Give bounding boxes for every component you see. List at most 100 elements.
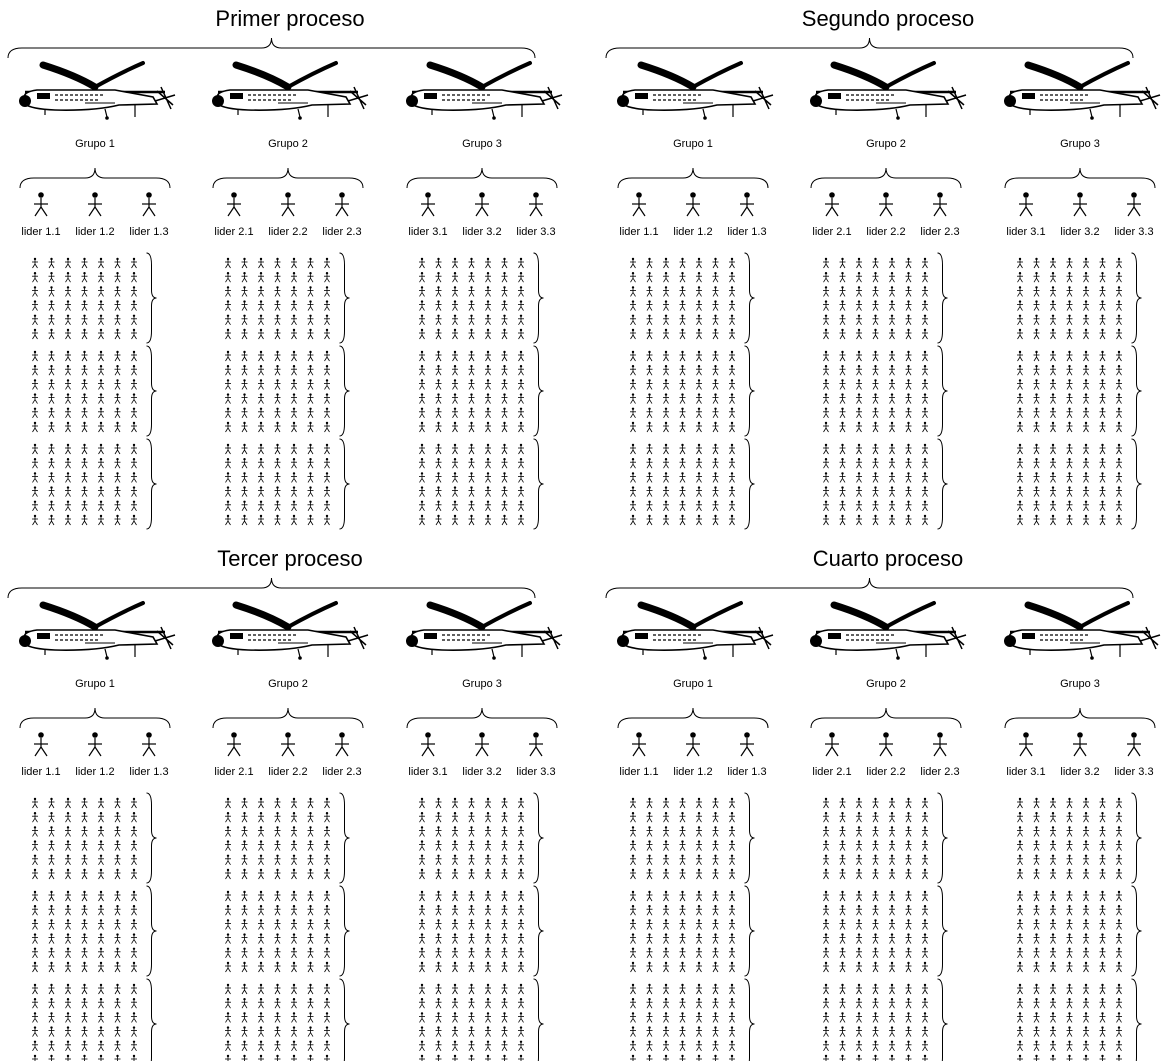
member-icon	[680, 300, 686, 310]
member-icon	[663, 458, 669, 468]
member-icon	[65, 855, 71, 865]
member-icon	[663, 869, 669, 879]
member-icon	[889, 1012, 895, 1022]
member-icon	[115, 1055, 121, 1061]
process-title: Tercer proceso	[217, 546, 363, 571]
member-icon	[647, 812, 653, 822]
member-icon	[452, 1055, 458, 1061]
member-icon	[1100, 948, 1106, 958]
member-icon	[485, 444, 491, 454]
member-icon	[630, 919, 636, 929]
member-icon	[696, 444, 702, 454]
member-icon	[502, 422, 508, 432]
member-icon	[906, 444, 912, 454]
member-icon	[82, 329, 88, 339]
member-icon	[1083, 933, 1089, 943]
member-icon	[32, 458, 38, 468]
member-icon	[840, 351, 846, 361]
member-icon	[225, 869, 231, 879]
member-icon	[98, 1012, 104, 1022]
member-icon	[65, 422, 71, 432]
member-icon	[419, 365, 425, 375]
member-icon	[630, 329, 636, 339]
member-icon	[258, 501, 264, 511]
member-icon	[82, 272, 88, 282]
member-icon	[922, 329, 928, 339]
member-icon	[906, 351, 912, 361]
member-icon	[324, 798, 330, 808]
member-icon	[131, 393, 137, 403]
member-icon	[906, 379, 912, 389]
member-icon	[729, 315, 735, 325]
member-icon	[49, 458, 55, 468]
member-icon	[713, 812, 719, 822]
member-icon	[452, 869, 458, 879]
member-icon	[713, 258, 719, 268]
member-icon	[906, 919, 912, 929]
member-icon	[49, 948, 55, 958]
member-icon	[840, 458, 846, 468]
member-icon	[696, 984, 702, 994]
member-icon	[225, 1055, 231, 1061]
member-icon	[242, 300, 248, 310]
member-icon	[485, 998, 491, 1008]
member-icon	[840, 329, 846, 339]
member-icon	[324, 812, 330, 822]
member-icon	[275, 365, 281, 375]
member-icon	[485, 472, 491, 482]
member-icon	[1116, 1026, 1122, 1036]
member-icon	[922, 422, 928, 432]
member-icon	[49, 869, 55, 879]
member-icon	[115, 315, 121, 325]
member-icon	[1017, 855, 1023, 865]
leader-icon	[88, 192, 102, 216]
member-icon	[275, 286, 281, 296]
member-icon	[469, 444, 475, 454]
member-icon	[823, 933, 829, 943]
member-icon	[98, 286, 104, 296]
member-icon	[696, 393, 702, 403]
member-icon	[1083, 1026, 1089, 1036]
member-icon	[502, 486, 508, 496]
member-icon	[630, 258, 636, 268]
member-icon	[922, 948, 928, 958]
member-icon	[1050, 933, 1056, 943]
member-icon	[291, 515, 297, 525]
member-icon	[840, 933, 846, 943]
member-icon	[32, 812, 38, 822]
member-icon	[419, 422, 425, 432]
member-icon	[1100, 869, 1106, 879]
member-icon	[1050, 408, 1056, 418]
member-icon	[452, 812, 458, 822]
member-block	[630, 886, 755, 976]
member-icon	[419, 393, 425, 403]
member-icon	[419, 798, 425, 808]
member-icon	[131, 1026, 137, 1036]
member-icon	[630, 855, 636, 865]
member-icon	[856, 408, 862, 418]
member-icon	[49, 329, 55, 339]
member-icon	[452, 329, 458, 339]
member-icon	[98, 984, 104, 994]
member-icon	[696, 798, 702, 808]
member-icon	[485, 948, 491, 958]
member-icon	[419, 351, 425, 361]
member-icon	[647, 272, 653, 282]
process-brace	[606, 38, 1133, 58]
member-icon	[518, 840, 524, 850]
member-icon	[225, 919, 231, 929]
member-icon	[840, 962, 846, 972]
helicopter-icon	[406, 603, 562, 660]
member-icon	[65, 329, 71, 339]
member-icon	[1100, 300, 1106, 310]
member-icon	[856, 948, 862, 958]
member-icon	[436, 798, 442, 808]
member-icon	[65, 393, 71, 403]
member-icon	[663, 826, 669, 836]
member-icon	[1017, 422, 1023, 432]
leader-label: lider 3.2	[1060, 766, 1099, 778]
member-icon	[906, 962, 912, 972]
member-icon	[873, 812, 879, 822]
member-icon	[663, 379, 669, 389]
member-icon	[1100, 1026, 1106, 1036]
